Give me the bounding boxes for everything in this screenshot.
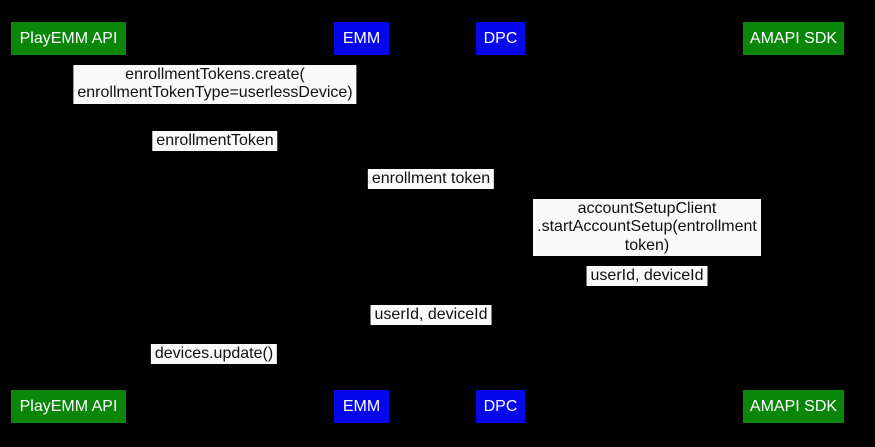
message-userid-deviceid-sdk-to-dpc: userId, deviceId: [586, 266, 708, 287]
actor-emm-top: EMM: [334, 22, 389, 55]
actor-playemm-api-bottom: PlayEMM API: [11, 390, 126, 423]
actor-dpc-top: DPC: [476, 22, 525, 55]
message-enrollment-token: enrollment token: [367, 169, 495, 190]
actor-playemm-api-top: PlayEMM API: [11, 22, 126, 55]
actor-amapi-sdk-top: AMAPI SDK: [743, 22, 844, 55]
message-enrollment-token-response: enrollmentToken: [152, 131, 278, 152]
message-userid-deviceid-dpc-to-emm: userId, deviceId: [370, 305, 492, 326]
actor-amapi-sdk-bottom: AMAPI SDK: [743, 390, 844, 423]
message-start-account-setup: accountSetupClient .startAccountSetup(en…: [533, 199, 761, 257]
actor-emm-bottom: EMM: [334, 390, 389, 423]
message-enrollment-tokens-create: enrollmentTokens.create( enrollmentToken…: [73, 65, 357, 104]
actor-dpc-bottom: DPC: [476, 390, 525, 423]
message-devices-update: devices.update(): [150, 344, 278, 365]
